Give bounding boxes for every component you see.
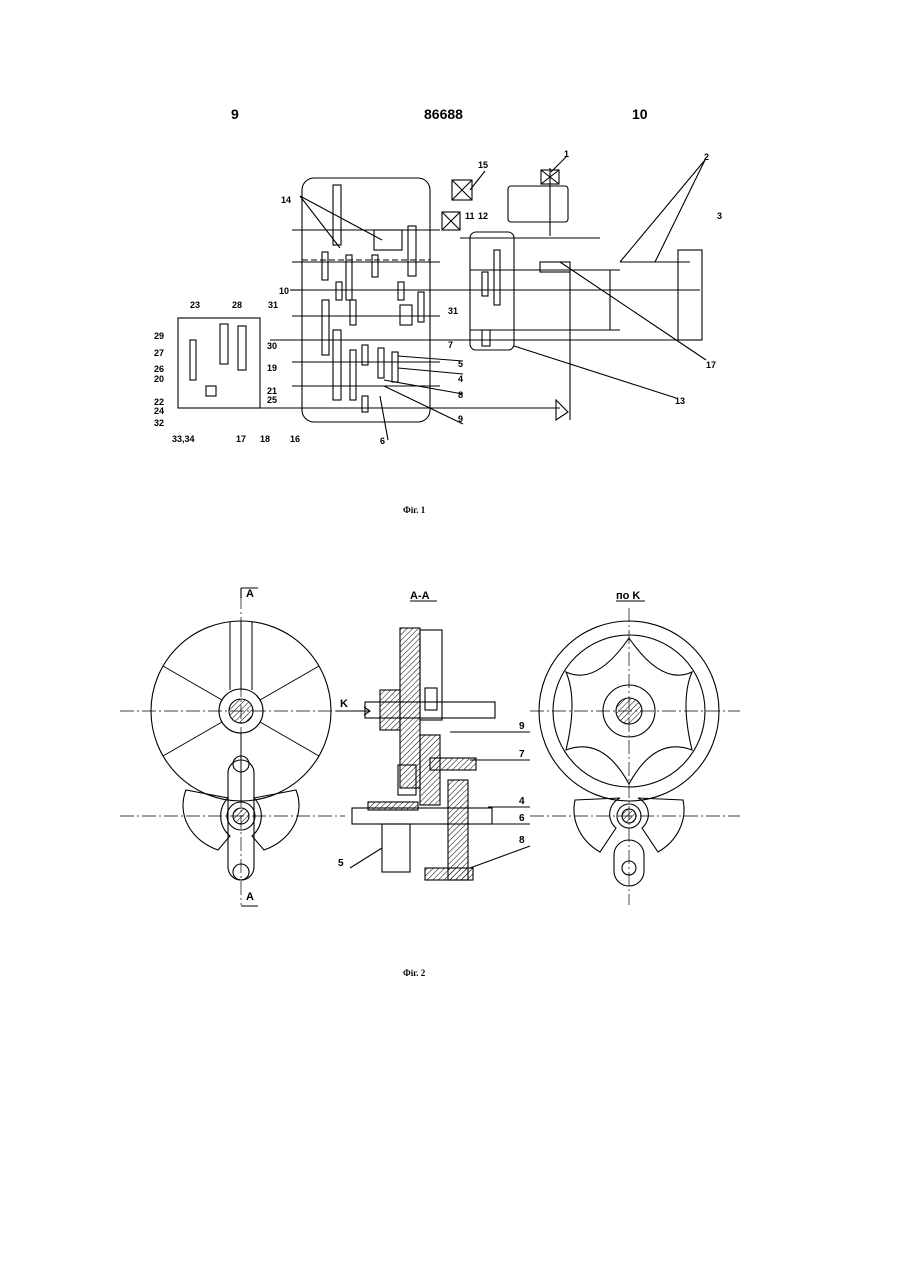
section-a-a [336, 601, 530, 880]
label-4: 4 [519, 796, 525, 807]
label-7: 7 [519, 749, 525, 760]
section-marker-top: A [246, 588, 254, 600]
label-9: 9 [519, 721, 525, 732]
label-8: 8 [519, 835, 525, 846]
view-arrow-k: K [340, 698, 348, 710]
disk-front-view [120, 588, 345, 906]
view-title: по K [616, 590, 640, 602]
label-5: 5 [338, 858, 344, 869]
view-k [530, 601, 740, 905]
section-title: A-A [410, 590, 430, 602]
section-marker-bottom: A [246, 891, 254, 903]
label-6: 6 [519, 813, 525, 824]
fig2-caption: Фіг. 2 [403, 968, 425, 978]
